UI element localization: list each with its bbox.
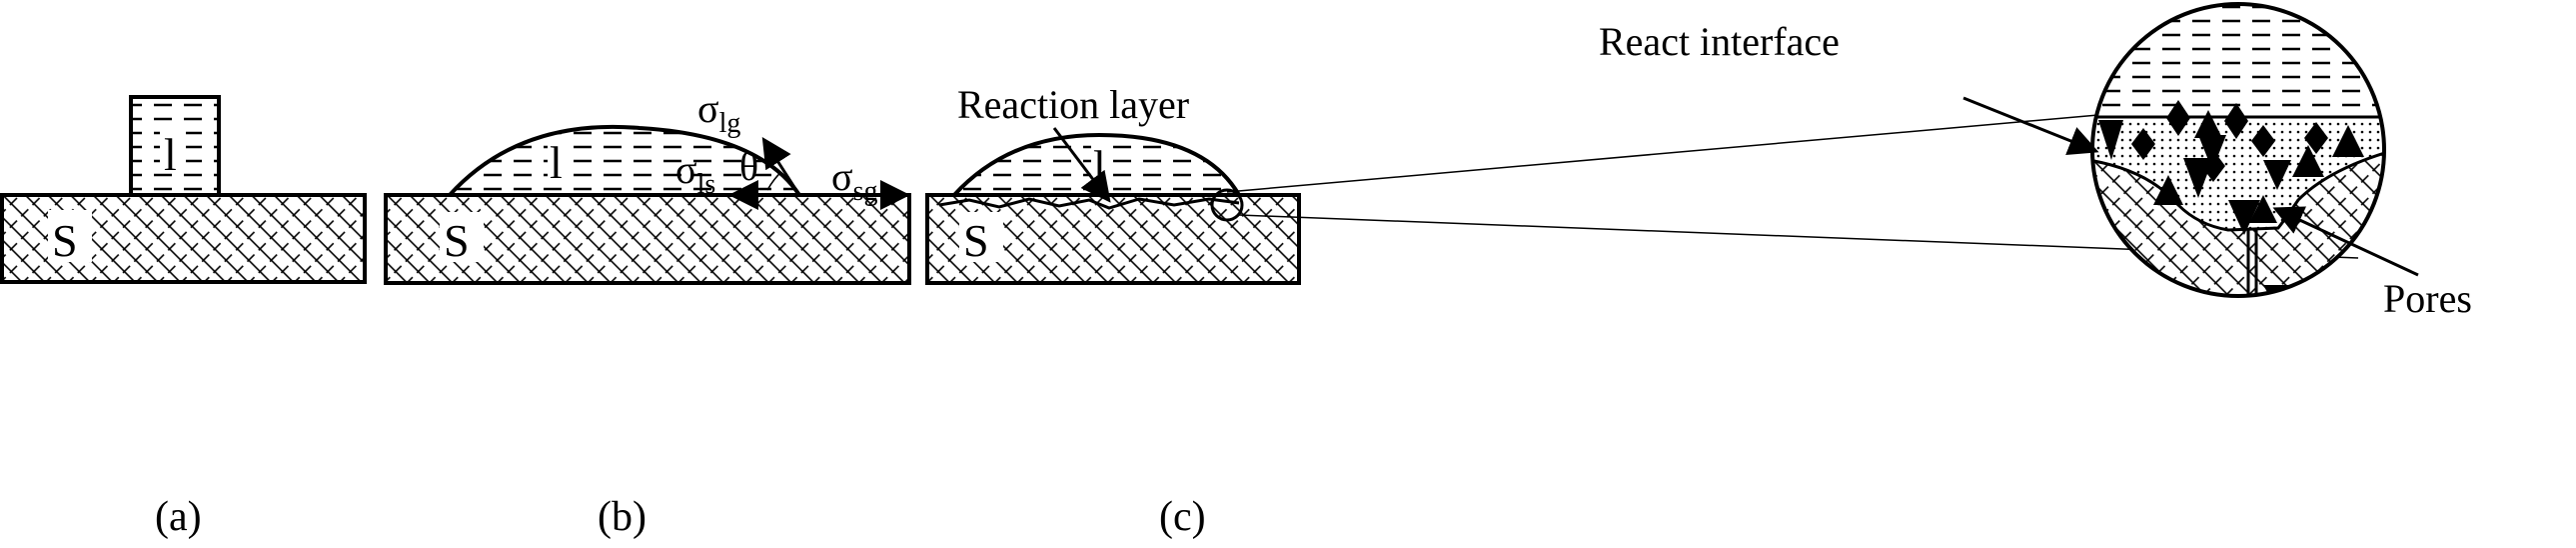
panel-c: l S Reaction layer (925, 2, 2472, 540)
caption-a: (a) (155, 494, 202, 540)
magnify-spot (1210, 188, 1244, 222)
caption-b: (b) (598, 494, 646, 540)
caption-c: (c) (1159, 494, 1206, 540)
solid-label: S (52, 215, 78, 266)
react-interface-pointer (1962, 96, 2099, 156)
theta-label: θ (739, 144, 758, 189)
sigma-sg-label: σsg (831, 154, 877, 207)
reaction-layer-label: Reaction layer (957, 82, 1189, 127)
sigma-lg-arrow (761, 136, 801, 196)
sigma-ls-label: σls (675, 147, 715, 200)
pores-label: Pores (2383, 276, 2472, 321)
reaction-layer-pointer (1052, 127, 1111, 203)
sigma-lg-label: σlg (697, 86, 740, 139)
magnify-leader-top (1226, 114, 2099, 193)
solid-label: S (444, 215, 470, 266)
solid-label: S (963, 215, 989, 266)
panel-a: l S (a) (0, 95, 367, 540)
liquid-label: l (164, 129, 177, 180)
pore (2246, 228, 2258, 296)
liquid-label: l (550, 137, 563, 188)
react-interface-label: React interface (1599, 19, 1840, 64)
panel-b: l S σlg σls θ σsg (b) (384, 86, 911, 540)
theta-arc (766, 171, 782, 191)
pores-pointer (2272, 206, 2419, 277)
